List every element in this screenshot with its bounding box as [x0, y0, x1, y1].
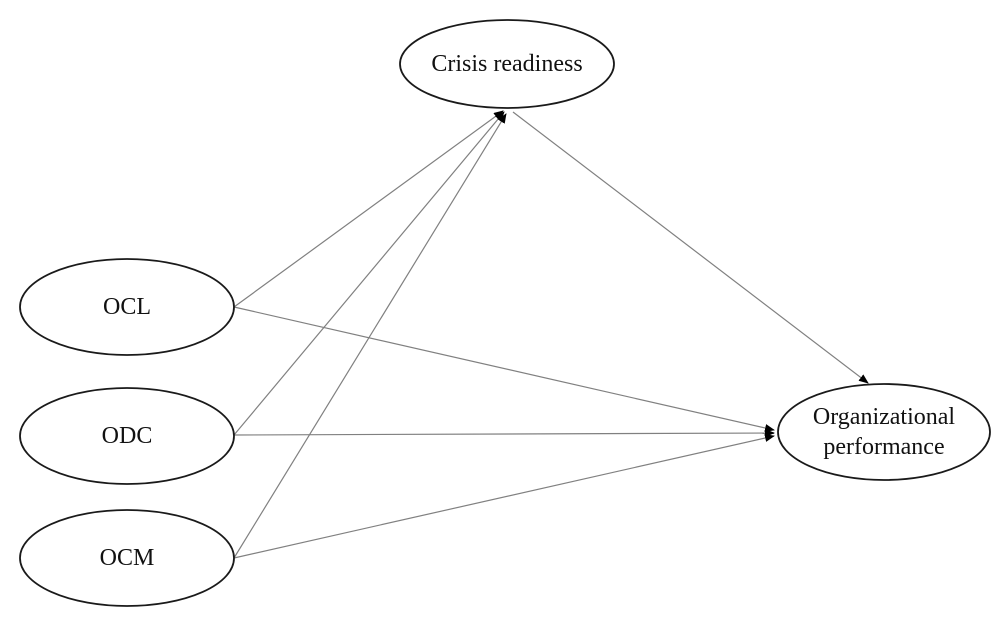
node-ellipse-ocm: [19, 509, 235, 607]
node-label-ocl: OCL: [103, 294, 151, 320]
node-ocm: OCM: [19, 509, 235, 607]
node-label-crisis-readiness: Crisis readiness: [431, 51, 582, 77]
node-ellipse-ocl: [19, 258, 235, 356]
edge-ocl-to-organizational-performance: [233, 306, 775, 432]
node-ellipse-odc: [19, 387, 235, 485]
edge-ocl-to-crisis-readiness: [233, 110, 504, 308]
node-ocl: OCL: [19, 258, 235, 356]
node-ellipse-crisis-readiness: [399, 19, 615, 109]
node-crisis-readiness: Crisis readiness: [399, 19, 615, 109]
node-odc: ODC: [19, 387, 235, 485]
edge-crisis-readiness-to-organizational-performance: [512, 111, 869, 384]
edge-ocm-to-organizational-performance: [233, 434, 775, 559]
node-label-ocm: OCM: [100, 545, 155, 571]
edge-odc-to-crisis-readiness: [233, 111, 505, 436]
node-label-odc: ODC: [102, 423, 153, 449]
edge-ocm-to-crisis-readiness: [233, 113, 507, 559]
node-ellipse-organizational-performance: [777, 383, 991, 481]
edge-odc-to-organizational-performance: [233, 429, 775, 438]
